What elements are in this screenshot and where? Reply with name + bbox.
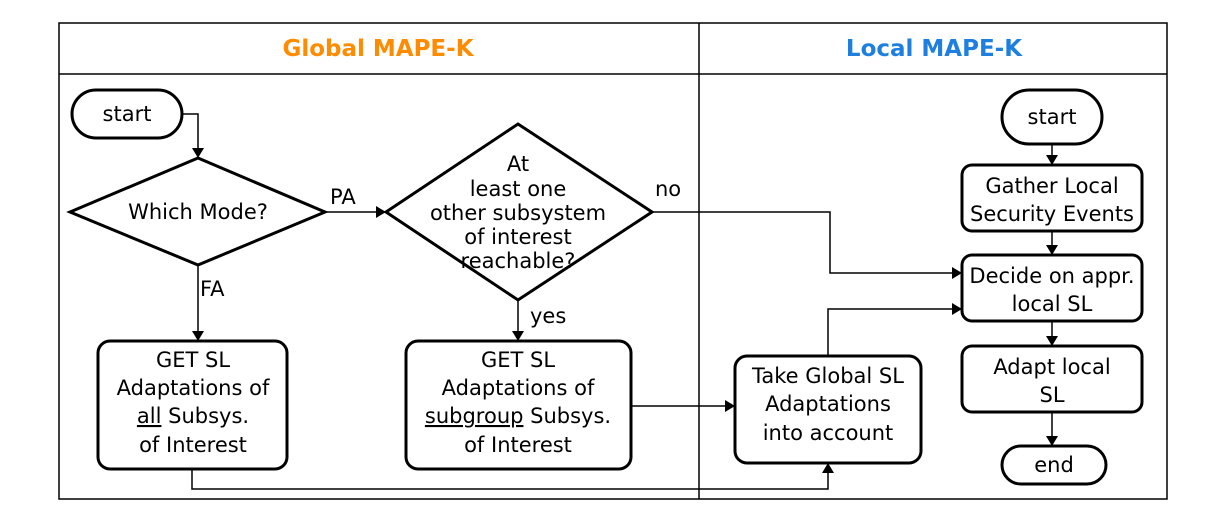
- decide-line-1: Decide on appr.: [969, 264, 1134, 288]
- adapt-line-2: SL: [1039, 383, 1064, 407]
- get-sl-subgroup-box: GET SL Adaptations of subgroup Subsys. o…: [404, 339, 633, 471]
- connector-all-to-take-global: [191, 469, 829, 490]
- global-lane-title: Global MAPE-K: [282, 36, 474, 62]
- get-all-underlined-word: all: [137, 404, 162, 428]
- reachable-label-line-3: other subsystem: [430, 201, 606, 225]
- reachable-decision: At least one other subsystem of interest…: [383, 122, 655, 302]
- edge-label-fa: FA: [200, 277, 225, 301]
- get-all-line-3: all Subsys.: [137, 404, 249, 428]
- arrowhead: [1046, 436, 1058, 446]
- get-all-line-4: of Interest: [139, 433, 247, 457]
- get-subgroup-underlined-word: subgroup: [425, 404, 524, 428]
- global-start-label: start: [103, 102, 152, 126]
- swimlane-frame: [58, 22, 1168, 500]
- get-subgroup-line-2: Adaptations of: [442, 376, 595, 400]
- take-global-line-2: Adaptations: [765, 392, 891, 416]
- arrowhead: [512, 331, 524, 341]
- arrowhead: [376, 206, 386, 218]
- get-subgroup-line-3: subgroup Subsys.: [425, 404, 611, 428]
- local-lane-title: Local MAPE-K: [846, 36, 1023, 62]
- edge-label-pa: PA: [330, 185, 356, 209]
- local-start-node: start: [1000, 88, 1104, 146]
- end-node: end: [1000, 444, 1108, 486]
- gather-line-2: Security Events: [970, 202, 1134, 226]
- get-subgroup-line-1: GET SL: [481, 348, 555, 372]
- arrowhead: [952, 303, 962, 315]
- take-global-line-3: into account: [763, 421, 894, 445]
- arrowhead: [192, 148, 204, 158]
- connector-start-to-mode: [182, 113, 199, 150]
- decide-line-2: local SL: [1012, 292, 1093, 316]
- end-label: end: [1034, 453, 1074, 477]
- get-all-line-1: GET SL: [156, 348, 230, 372]
- global-start-node: start: [70, 88, 184, 140]
- get-all-line-3-rest: Subsys.: [161, 404, 249, 428]
- arrowhead: [1046, 336, 1058, 346]
- reachable-label-line-5: reachable?: [461, 249, 576, 273]
- arrowhead: [822, 463, 834, 473]
- which-mode-decision: Which Mode?: [66, 156, 329, 267]
- edge-label-no: no: [655, 177, 681, 201]
- connector-no-to-decide: [652, 211, 954, 274]
- gather-line-1: Gather Local: [985, 174, 1118, 198]
- which-mode-label: Which Mode?: [128, 200, 268, 224]
- gather-box: Gather Local Security Events: [960, 163, 1144, 233]
- connector-take-global-to-decide: [827, 308, 954, 356]
- reachable-label-line-2: least one: [470, 177, 567, 201]
- take-global-box: Take Global SL Adaptations into account: [733, 354, 923, 465]
- local-start-label: start: [1028, 105, 1077, 129]
- arrowhead: [725, 400, 735, 412]
- take-global-line-1: Take Global SL: [751, 364, 904, 388]
- arrowhead: [192, 331, 204, 341]
- adapt-line-1: Adapt local: [993, 355, 1110, 379]
- arrowhead: [1046, 245, 1058, 255]
- get-sl-all-box: GET SL Adaptations of all Subsys. of Int…: [96, 339, 289, 471]
- arrowhead: [1046, 155, 1058, 165]
- reachable-label-line-4: of interest: [464, 225, 571, 249]
- get-subgroup-line-4: of Interest: [464, 433, 572, 457]
- adapt-box: Adapt local SL: [960, 344, 1144, 414]
- edge-label-yes: yes: [530, 304, 566, 328]
- decide-box: Decide on appr. local SL: [960, 253, 1144, 323]
- connectors: [182, 113, 1058, 490]
- reachable-label-line-1: At: [507, 152, 529, 176]
- get-subgroup-line-3-rest: Subsys.: [523, 404, 611, 428]
- get-all-line-2: Adaptations of: [117, 376, 270, 400]
- arrowhead: [952, 267, 962, 279]
